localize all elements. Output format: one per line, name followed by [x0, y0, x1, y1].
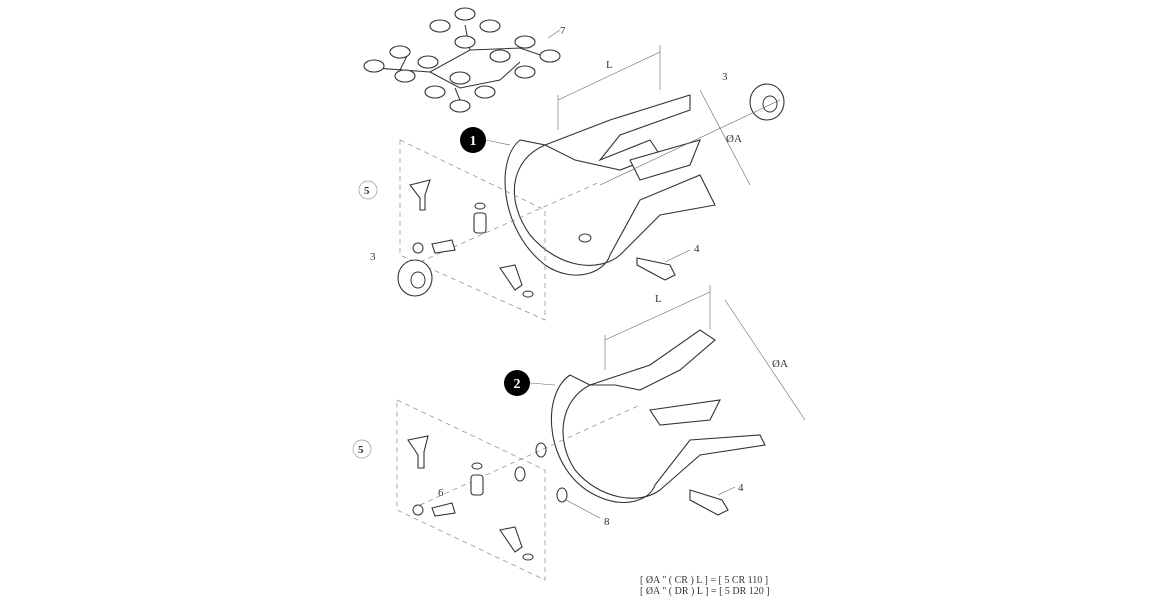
label-diameter-bottom: ØA: [772, 358, 788, 370]
spacer-tree: 7: [363, 7, 566, 113]
bearing-left: [397, 259, 433, 297]
label-tree: 7: [560, 25, 566, 37]
label-valve-bottom: 4: [738, 482, 744, 494]
hub-assembly-1: [504, 94, 716, 276]
size-formula: [ ØA " ( CR ) L ] = [ 5 CR 110 ] [ ØA " …: [640, 575, 770, 597]
label-length-top: L: [606, 59, 613, 71]
valve-kit-box-bottom: [396, 399, 641, 581]
spacers: [514, 442, 568, 503]
label-diameter-top: ØA: [726, 133, 742, 145]
label-oring: 6: [438, 487, 444, 499]
valve-stem-bottom: [689, 489, 729, 516]
formula-line-2: [ ØA " ( DR ) L ] = [ 5 DR 120 ]: [640, 586, 770, 597]
length-dimension-bottom: [604, 285, 711, 370]
label-valve-top: 4: [694, 243, 700, 255]
hub-assembly-2: [550, 329, 766, 503]
assembly-badge-1: [460, 127, 486, 153]
valve-kit-box-top: [399, 139, 601, 321]
label-bearing-left: 3: [370, 251, 376, 263]
length-dimension-top: [557, 45, 661, 130]
label-valve-kit-bottom: 5: [358, 444, 364, 456]
valve-top: [409, 179, 431, 211]
formula-line-1: [ ØA " ( CR ) L ] = [ 5 CR 110 ]: [640, 575, 769, 586]
label-length-bottom: L: [655, 293, 662, 305]
assembly-badge-2: [504, 370, 530, 396]
valve-stem-top: [636, 257, 676, 281]
label-valve-kit-top: 5: [364, 185, 370, 197]
assembly-number-1: 1: [470, 134, 477, 149]
bearing-right: [749, 83, 785, 121]
label-spacers: 8: [604, 516, 610, 528]
assembly-number-2: 2: [514, 377, 521, 392]
label-bearing-right: 3: [722, 71, 728, 83]
